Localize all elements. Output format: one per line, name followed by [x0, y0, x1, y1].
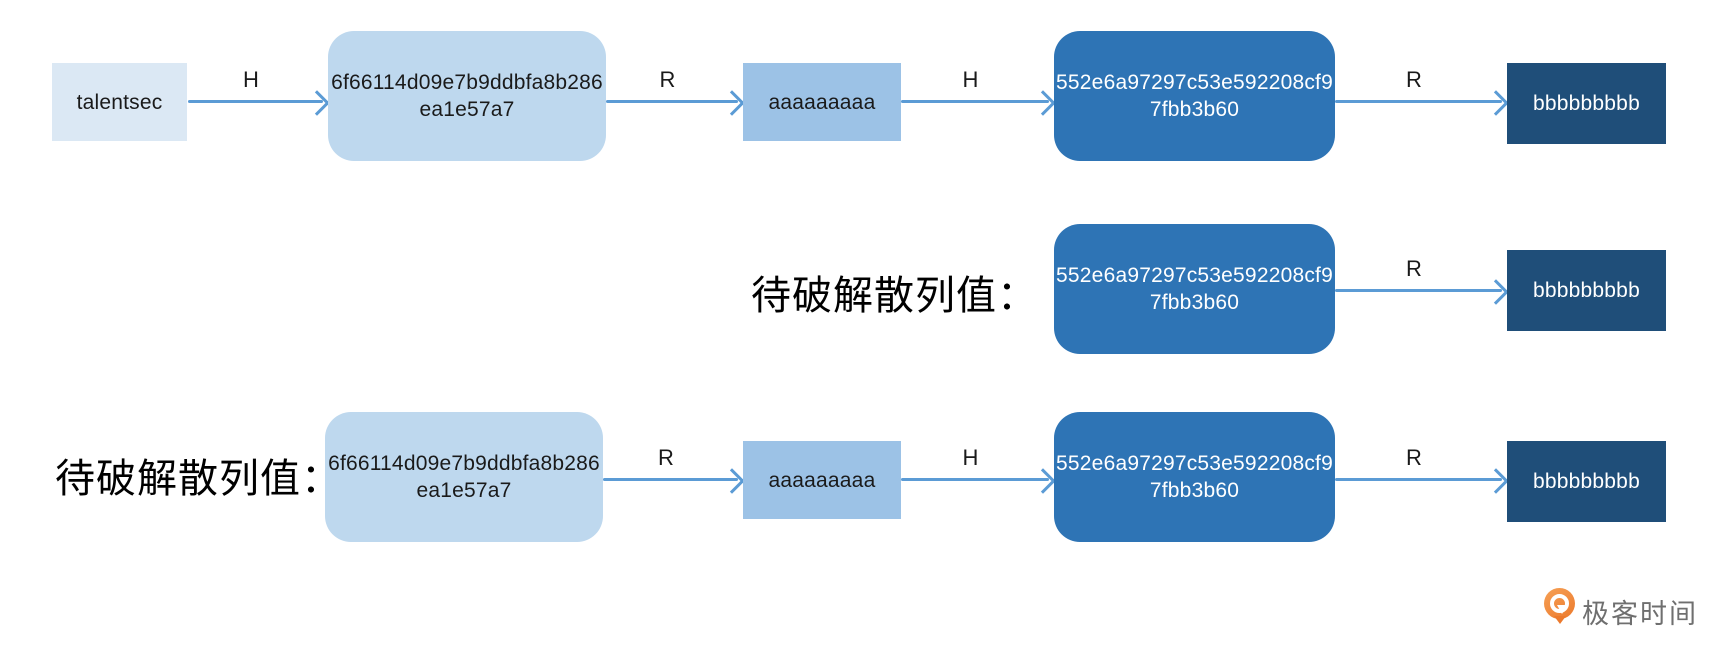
arrow-reduce-2: R [1335, 445, 1509, 515]
plaintext-box: talentsec [52, 63, 187, 141]
geektime-brand-text: 极客时间 [1582, 599, 1698, 629]
arrow-head-icon [1483, 89, 1509, 116]
arrow-head-icon [719, 89, 745, 116]
arrow-head-icon [1483, 278, 1509, 305]
arrow-label-r: R [1406, 445, 1422, 470]
arrow-line [1335, 289, 1502, 292]
geektime-logo: 极客时间 [1544, 586, 1704, 630]
reduced1-text: aaaaaaaaa [768, 90, 876, 114]
reduced1-text: aaaaaaaaa [768, 468, 876, 492]
reduced2-text: bbbbbbbbb [1533, 470, 1640, 493]
hash2-box: 552e6a97297c53e592208cf9 7fbb3b60 [1054, 224, 1335, 354]
arrow-label-r: R [658, 445, 674, 470]
reduced2-box: bbbbbbbbb [1507, 441, 1666, 522]
arrow-line [1335, 478, 1502, 481]
hash2-line1: 552e6a97297c53e592208cf9 [1056, 264, 1333, 287]
arrow-hash-2: H [901, 67, 1056, 137]
crack-prompt-row3: 待破解散列值： [55, 457, 342, 501]
hash2-box: 552e6a97297c53e592208cf9 7fbb3b60 [1054, 31, 1335, 161]
hash2-line1: 552e6a97297c53e592208cf9 [1056, 71, 1333, 94]
hash1-box: 6f66114d09e7b9ddbfa8b286 ea1e57a7 [325, 412, 603, 542]
logo-tail-shape [1554, 616, 1566, 624]
hash2-line2: 7fbb3b60 [1149, 479, 1240, 502]
arrow-reduce: R [1335, 256, 1509, 326]
arrow-line [901, 478, 1049, 481]
arrow-label-h: H [962, 445, 979, 470]
arrow-line [901, 100, 1049, 103]
arrow-head-icon [1483, 467, 1509, 494]
crack-prompt-row2: 待破解散列值： [751, 274, 1038, 318]
hash1-line2: ea1e57a7 [416, 479, 512, 502]
arrow-head-icon [719, 467, 745, 494]
hash1-line2: ea1e57a7 [419, 98, 515, 121]
reduced2-box: bbbbbbbbb [1507, 63, 1666, 144]
arrow-head-icon [304, 89, 330, 116]
arrow-hash: H [901, 445, 1056, 515]
arrow-head-icon [1030, 89, 1056, 116]
arrow-reduce-1: R [603, 445, 745, 515]
reduced1-box: aaaaaaaaa [743, 441, 901, 519]
hash2-line1: 552e6a97297c53e592208cf9 [1056, 452, 1333, 475]
arrow-reduce-2: R [1335, 67, 1509, 137]
hash2-line2: 7fbb3b60 [1149, 98, 1240, 121]
arrow-reduce-1: R [606, 67, 745, 137]
arrow-label-r: R [1406, 67, 1422, 92]
hash2-line2: 7fbb3b60 [1149, 291, 1240, 314]
arrow-label-r: R [1406, 256, 1422, 281]
arrow-head-icon [1030, 467, 1056, 494]
arrow-hash-1: H [188, 67, 330, 137]
reduced2-text: bbbbbbbbb [1533, 92, 1640, 115]
hash2-box: 552e6a97297c53e592208cf9 7fbb3b60 [1054, 412, 1335, 542]
arrow-label-h: H [962, 67, 979, 92]
arrow-line [188, 100, 323, 103]
arrow-line [606, 100, 738, 103]
arrow-label-r: R [659, 67, 676, 92]
reduced2-text: bbbbbbbbb [1533, 279, 1640, 302]
hash1-box: 6f66114d09e7b9ddbfa8b286 ea1e57a7 [328, 31, 606, 161]
arrow-line [603, 478, 738, 481]
hash1-line1: 6f66114d09e7b9ddbfa8b286 [331, 71, 603, 94]
arrow-label-h: H [243, 67, 259, 92]
arrow-line [1335, 100, 1502, 103]
reduced2-box: bbbbbbbbb [1507, 250, 1666, 331]
geektime-icon [1544, 588, 1575, 619]
hash1-line1: 6f66114d09e7b9ddbfa8b286 [328, 452, 600, 475]
reduced1-box: aaaaaaaaa [743, 63, 901, 141]
logo-wedge-shape [1557, 605, 1567, 614]
plaintext-text: talentsec [76, 90, 163, 114]
